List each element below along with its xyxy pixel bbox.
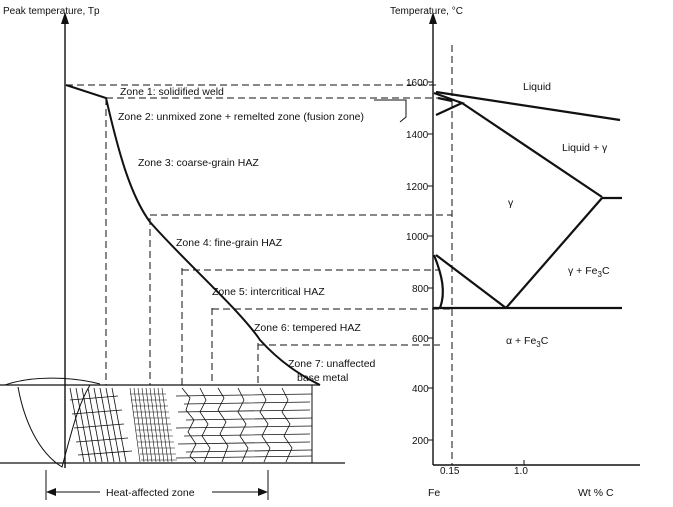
gamma-fe3c-label: γ + Fe3C (568, 265, 610, 279)
x-tick-015: 0.15 (440, 466, 460, 477)
zone4-label: Zone 4: fine-grain HAZ (176, 237, 283, 249)
haz-arrow-left (46, 488, 56, 496)
fine-grain-band (129, 387, 177, 463)
phase-diagram: Temperature, °C 1600 1400 1200 1000 800 … (390, 6, 640, 499)
zone2-bracket (374, 99, 407, 123)
tick-1400: 1400 (406, 130, 429, 141)
fusion-boundary (17, 384, 91, 468)
peak-temp-axis-arrow (61, 12, 69, 24)
zone5-label: Zone 5: intercritical HAZ (212, 286, 325, 298)
zone-boundary-lines (66, 84, 452, 346)
haz-arrow-right (258, 488, 268, 496)
zone7-label-line2: base metal (297, 372, 348, 384)
solidus-line (461, 102, 603, 198)
liquid-label: Liquid (523, 81, 551, 93)
tick-800: 800 (412, 284, 429, 295)
alpha-gamma-region (432, 254, 444, 309)
tick-200: 200 (412, 436, 429, 447)
peak-temp-axis-label: Peak temperature, Tp (3, 6, 100, 17)
phase-boundaries (432, 90, 622, 310)
liquid-gamma-label: Liquid + γ (562, 142, 608, 154)
weld-cross-section (0, 377, 345, 468)
weld-reinforcement (4, 377, 101, 386)
temperature-axis-arrow (429, 12, 437, 24)
zone3-label: Zone 3: coarse-grain HAZ (138, 157, 259, 169)
a3-line (435, 254, 507, 309)
alpha-fe3c-label: α + Fe3C (506, 335, 549, 349)
columnar-grains (69, 387, 133, 463)
zone7-label: Zone 7: unaffected (288, 358, 376, 370)
delta-region (433, 91, 465, 116)
zone1-label: Zone 1: solidified weld (120, 86, 224, 98)
gamma-label: γ (508, 197, 514, 209)
tick-1000: 1000 (406, 232, 429, 243)
zone2-label: Zone 2: unmixed zone + remelted zone (fu… (118, 111, 364, 123)
wt-c-label: Wt % C (578, 487, 614, 499)
tick-600: 600 (412, 334, 429, 345)
haz-dimension: Heat-affected zone (45, 470, 269, 500)
fe-label: Fe (428, 487, 440, 499)
tick-400: 400 (412, 384, 429, 395)
left-panel: Peak temperature, Tp Zone 1: solidified … (0, 6, 452, 500)
temperature-ticks (428, 81, 433, 441)
temperature-axis-label: Temperature, °C (390, 6, 463, 17)
zone6-label: Zone 6: tempered HAZ (254, 322, 361, 334)
x-tick-10: 1.0 (514, 466, 528, 477)
tick-1600: 1600 (406, 78, 429, 89)
peak-temperature-curve (65, 84, 321, 386)
tick-1200: 1200 (406, 182, 429, 193)
haz-label: Heat-affected zone (106, 487, 195, 499)
zone-vertical-lines (105, 98, 259, 385)
acm-line (505, 197, 603, 309)
liquidus-line (435, 90, 621, 122)
polygonal-grains (175, 387, 313, 463)
